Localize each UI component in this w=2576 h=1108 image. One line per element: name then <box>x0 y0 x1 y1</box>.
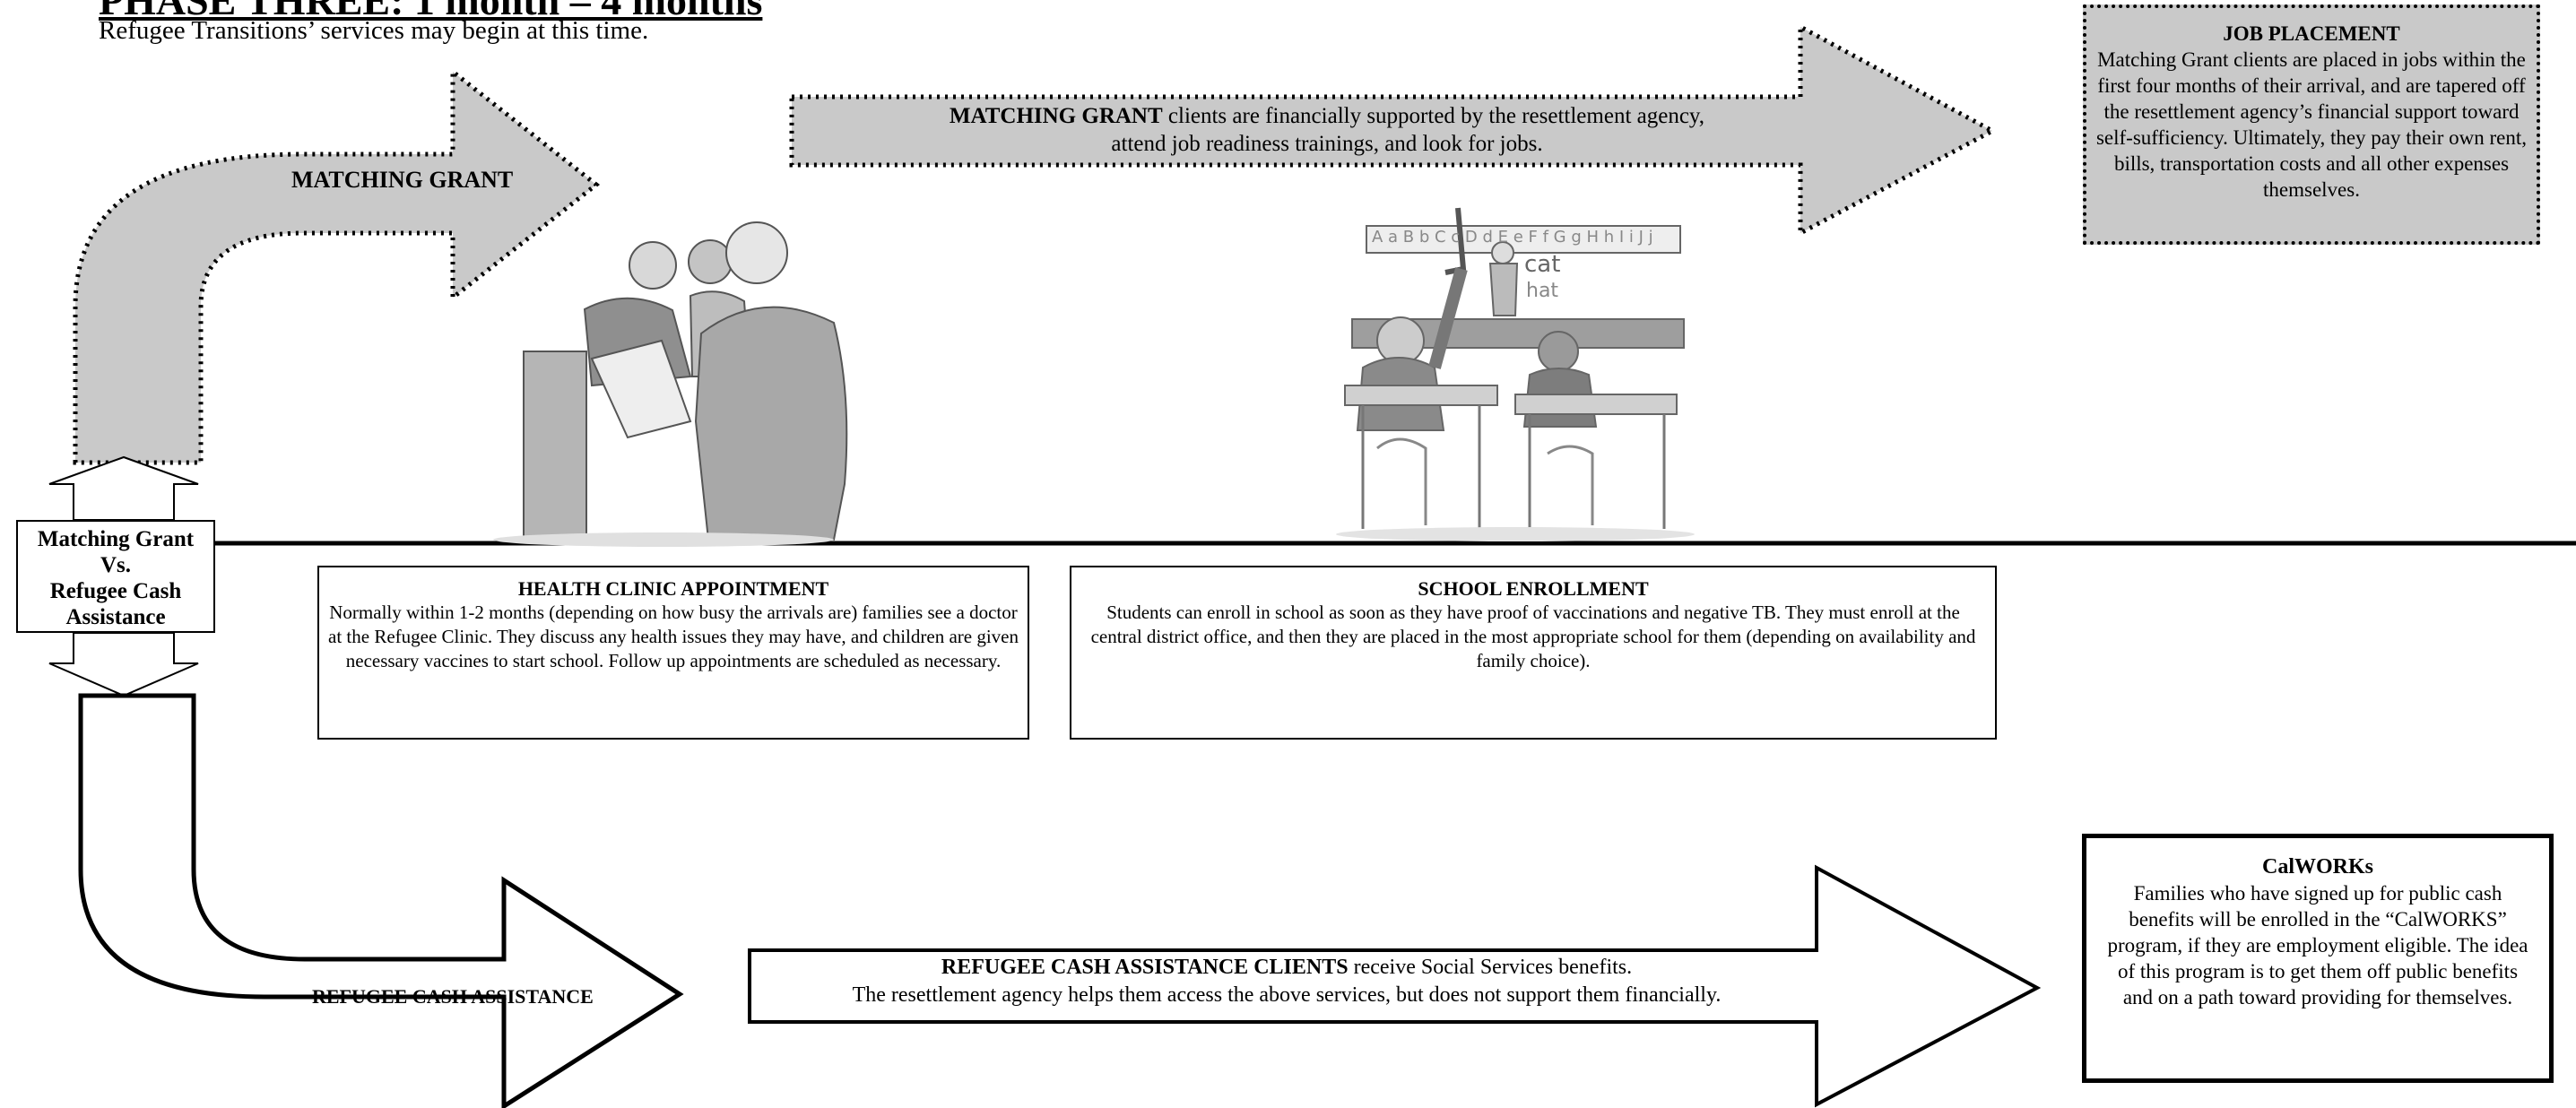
health-clinic-body: Normally within 1-2 months (depending on… <box>328 602 1019 671</box>
phase-title: PHASE THREE: 1 month – 4 months <box>99 0 763 23</box>
matching-grant-banner-bold: MATCHING GRANT <box>949 104 1163 128</box>
job-placement-title: JOB PLACEMENT <box>2223 22 2400 45</box>
decision-line1: Matching Grant <box>37 527 195 551</box>
school-enrollment-box: SCHOOL ENROLLMENT Students can enroll in… <box>1070 566 1997 740</box>
decision-box: Matching Grant Vs. Refugee Cash Assistan… <box>16 520 215 633</box>
refugee-cash-banner-text: REFUGEE CASH ASSISTANCE CLIENTS receive … <box>762 954 1811 1009</box>
matching-grant-banner-line2: attend job readiness trainings, and look… <box>1111 132 1543 156</box>
job-placement-box: JOB PLACEMENT Matching Grant clients are… <box>2083 4 2540 245</box>
school-enrollment-body: Students can enroll in school as soon as… <box>1090 602 1976 671</box>
health-clinic-title: HEALTH CLINIC APPOINTMENT <box>517 577 829 600</box>
classroom-board-word-hat: hat <box>1526 280 1559 302</box>
health-clinic-box: HEALTH CLINIC APPOINTMENT Normally withi… <box>317 566 1029 740</box>
phase-subtitle: Refugee Transitions’ services may begin … <box>99 16 649 45</box>
calworks-body: Families who have signed up for public c… <box>2107 882 2528 1008</box>
decision-down-arrow <box>48 632 199 697</box>
refugee-cash-banner-bold: REFUGEE CASH ASSISTANCE CLIENTS <box>941 956 1349 979</box>
school-enrollment-title: SCHOOL ENROLLMENT <box>1418 577 1649 600</box>
classroom-illustration <box>1336 207 1695 541</box>
decision-line2: Vs. <box>100 553 132 577</box>
matching-grant-curved-arrow <box>73 66 601 465</box>
doctor-visit-illustration <box>493 221 848 547</box>
decision-line4: Assistance <box>65 605 166 629</box>
matching-grant-banner-rest: clients are financially supported by the… <box>1162 104 1705 128</box>
calworks-title: CalWORKs <box>2261 855 2373 879</box>
job-placement-body: Matching Grant clients are placed in job… <box>2095 48 2528 201</box>
calworks-box: CalWORKs Families who have signed up for… <box>2082 834 2554 1083</box>
refugee-cash-banner-line2: The resettlement agency helps them acces… <box>852 983 1722 1007</box>
refugee-cash-banner-rest: receive Social Services benefits. <box>1348 956 1633 979</box>
matching-grant-banner-arrow <box>789 22 1998 238</box>
matching-grant-arrow-label: MATCHING GRANT <box>291 167 514 193</box>
matching-grant-banner-text: MATCHING GRANT clients are financially s… <box>861 102 1793 158</box>
refugee-cash-arrow-label: REFUGEE CASH ASSISTANCE <box>312 985 594 1008</box>
refugee-cash-curved-arrow <box>78 693 684 1108</box>
refugee-cash-banner-arrow <box>748 864 2042 1108</box>
decision-up-arrow <box>48 455 199 521</box>
classroom-board-alphabet: A a B b C c D d E e F f G g H h I i J j <box>1372 228 1653 247</box>
classroom-board-word-cat: cat <box>1524 251 1561 278</box>
decision-line3: Refugee Cash <box>49 579 182 603</box>
